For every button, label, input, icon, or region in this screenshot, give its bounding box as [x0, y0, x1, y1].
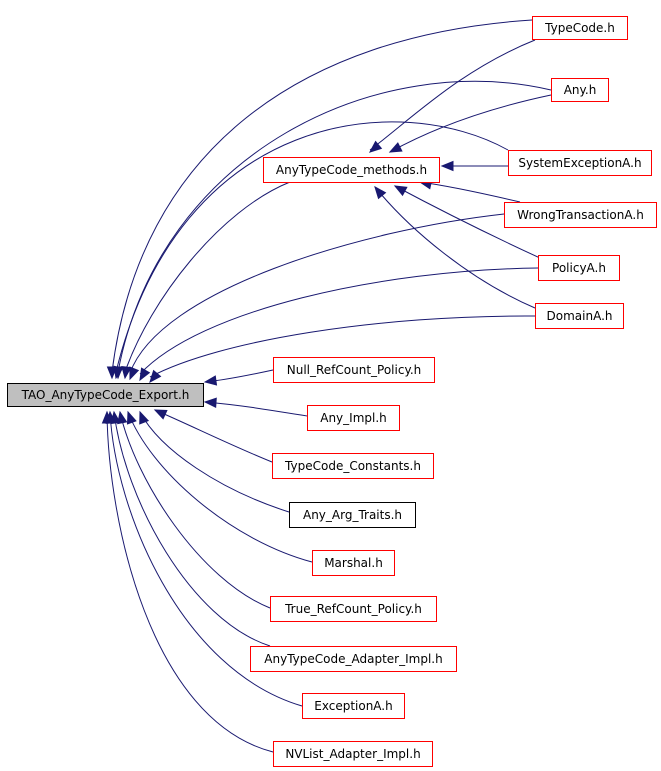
- node-typecode[interactable]: TypeCode.h: [532, 16, 628, 40]
- node-null-refcount-policy[interactable]: Null_RefCount_Policy.h: [273, 357, 435, 383]
- node-anytypecode-methods[interactable]: AnyTypeCode_methods.h: [263, 157, 440, 183]
- edge-typecode-to-atc_methods: [369, 39, 536, 151]
- node-nvlist-adapter-impl[interactable]: NVList_Adapter_Impl.h: [273, 741, 433, 767]
- arrowhead-nvlist-to-root: [101, 410, 113, 424]
- node-anytypecode-adapter-impl[interactable]: AnyTypeCode_Adapter_Impl.h: [250, 646, 457, 672]
- edge-marshal-to-root: [127, 411, 313, 563]
- arrowhead-sysexcA-to-atc_methods: [440, 160, 454, 172]
- edge-domainA-to-atc_methods: [374, 186, 536, 309]
- arrowhead-wrongtxA-to-root: [129, 366, 140, 381]
- node-any-arg-traits[interactable]: Any_Arg_Traits.h: [289, 502, 416, 528]
- edge-domainA-to-root: [149, 315, 536, 378]
- edge-any-to-atc_methods: [389, 94, 552, 153]
- arrowhead-any_arg-to-root: [139, 410, 150, 425]
- edge-nvlist-to-root: [106, 411, 274, 753]
- arrowhead-marshal-to-root: [126, 410, 137, 425]
- node-systemexceptiona[interactable]: SystemExceptionA.h: [508, 150, 652, 176]
- edge-tc_const-to-root: [154, 409, 273, 463]
- edge-any_impl-to-root: [204, 401, 308, 417]
- root-node: TAO_AnyTypeCode_Export.h: [7, 383, 204, 407]
- edge-atc_adapter-to-root: [113, 411, 271, 647]
- arrowhead-policyA-to-atc_methods: [393, 185, 408, 197]
- edge-any_arg-to-root: [139, 411, 290, 513]
- node-any-impl[interactable]: Any_Impl.h: [307, 405, 400, 431]
- edge-policyA-to-atc_methods: [394, 185, 541, 259]
- node-any[interactable]: Any.h: [551, 78, 609, 102]
- arrowhead-atc_methods-to-root: [121, 365, 132, 380]
- arrowhead-tc_const-to-root: [153, 409, 168, 420]
- arrowhead-true_rc-to-root: [117, 410, 128, 425]
- edge-excA-to-root: [109, 411, 303, 707]
- node-marshal[interactable]: Marshal.h: [312, 550, 395, 576]
- edge-atc_methods-to-root: [124, 181, 291, 373]
- arrowhead-null_rc-to-root: [203, 375, 218, 386]
- edge-wrongtxA-to-atc_methods: [419, 181, 521, 203]
- edge-policyA-to-root: [139, 267, 539, 375]
- node-policya[interactable]: PolicyA.h: [538, 255, 620, 281]
- node-wrongtransactiona[interactable]: WrongTransactionA.h: [504, 202, 657, 228]
- arrowhead-domainA-to-atc_methods: [374, 185, 387, 200]
- node-exceptiona[interactable]: ExceptionA.h: [302, 693, 405, 719]
- node-domaina[interactable]: DomainA.h: [535, 303, 624, 329]
- arrowhead-any-to-atc_methods: [388, 142, 403, 153]
- arrowhead-sysexcA-to-root: [113, 365, 124, 380]
- arrowhead-domainA-to-root: [149, 369, 162, 384]
- edge-wrongtxA-to-root: [129, 213, 505, 374]
- arrowhead-typecode-to-atc_methods: [368, 140, 383, 153]
- edge-sysexcA-to-root: [115, 121, 509, 373]
- arrowhead-policyA-to-root: [139, 367, 151, 382]
- node-true-refcount-policy[interactable]: True_RefCount_Policy.h: [270, 596, 437, 622]
- arrowhead-any_impl-to-root: [203, 397, 217, 408]
- edge-typecode-to-root: [111, 19, 533, 373]
- node-typecode-constants[interactable]: TypeCode_Constants.h: [272, 453, 434, 479]
- edge-true_rc-to-root: [119, 411, 271, 609]
